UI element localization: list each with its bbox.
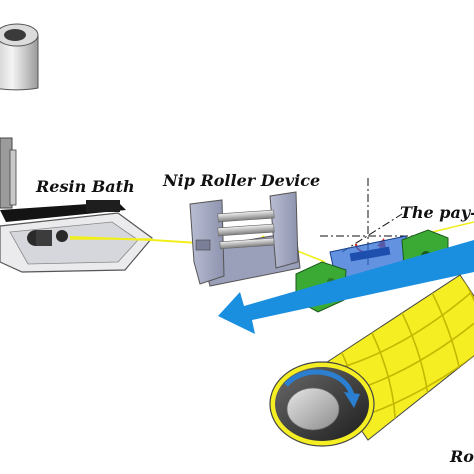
resin-bath — [0, 137, 153, 273]
mandrel-rotation-arrow-icon — [284, 369, 355, 397]
pay-off-label: The pay- — [400, 203, 474, 222]
nip-roller-device-label: Nip Roller Device — [162, 171, 320, 190]
nip-roller-device — [189, 191, 301, 287]
feed-direction-arrow-icon — [218, 240, 474, 334]
fiber-spool — [0, 23, 39, 91]
spool-icon — [4, 29, 26, 41]
resin-bath-label: Resin Bath — [35, 177, 135, 196]
roller-label: Ro — [449, 447, 474, 466]
